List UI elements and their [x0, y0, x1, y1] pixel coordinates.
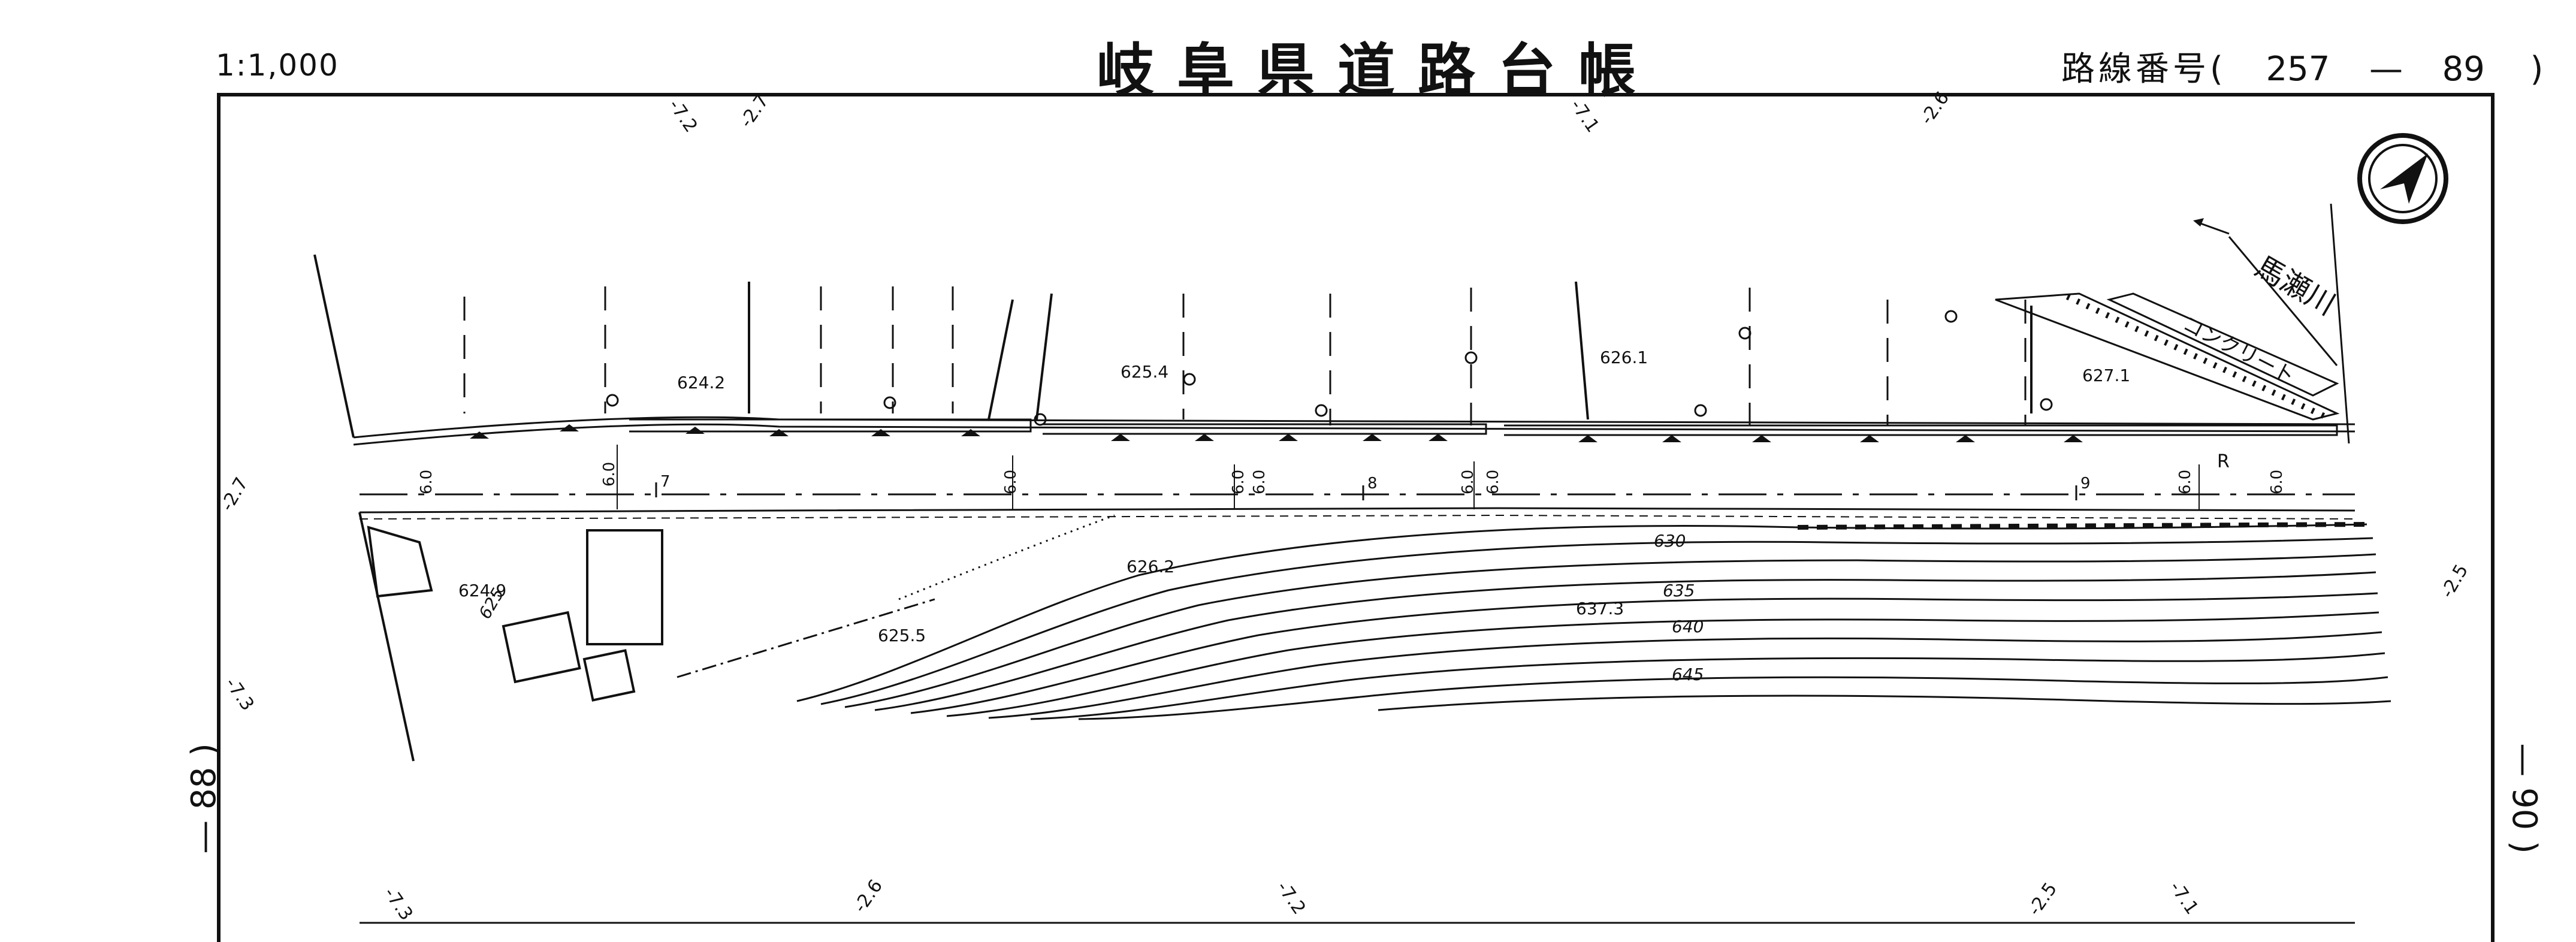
buildings: [367, 526, 663, 702]
contour-label: 630: [1654, 531, 1686, 551]
map-frame: [217, 93, 2495, 942]
grid-label-bottom: -7.2: [1272, 878, 1309, 919]
route-close: ): [2530, 50, 2544, 89]
north-arrow-icon: [2357, 133, 2448, 224]
property-boundaries: [463, 286, 2027, 425]
concrete-label: コンクリート: [2179, 312, 2299, 388]
spot-height: 625.5: [878, 626, 926, 645]
grid-label-top: -2.7: [736, 91, 773, 132]
grid-label-right: -2.5: [2437, 561, 2473, 602]
road-width: 6.0: [1002, 470, 1020, 494]
river-flow-arrow-icon: [2198, 222, 2230, 235]
slope-top-dotted: [898, 514, 1115, 600]
route-number-block: 路線番号( 257 — 89 ): [2061, 42, 2543, 90]
route-sheet-number: 89: [2442, 50, 2485, 89]
grid-label-bottom: -7.3: [379, 884, 416, 925]
road-width: 6.0: [418, 470, 436, 494]
route-dash: —: [2369, 50, 2403, 89]
route-number: 257: [2266, 50, 2330, 89]
grid-label-top: -7.2: [664, 96, 701, 137]
spot-height: 624.2: [677, 373, 725, 393]
road-marker-label: R: [2217, 451, 2230, 472]
boundary-dashdot: [677, 598, 935, 678]
station-ticks: [655, 482, 2077, 500]
grid-label-left: -7.3: [221, 674, 258, 715]
retaining-wall: [1797, 522, 2367, 530]
road-width: 6.0: [1251, 470, 1269, 494]
contour-lines: [796, 523, 2391, 720]
contour-label: 635: [1663, 581, 1695, 600]
grid-label-bottom: -2.5: [2024, 879, 2061, 920]
road-width-labels: 6.0 6.0 6.0 6.0 6.0 6.0 6.0 6.0 6.0: [418, 445, 2286, 509]
contour-labels: 625 630 635 640 645: [475, 531, 1704, 684]
spot-height: 626.2: [1127, 557, 1174, 576]
map-scale: 1:1,000: [216, 48, 339, 83]
station-label: 7: [660, 473, 671, 491]
road-width: 6.0: [600, 462, 618, 487]
road-width: 6.0: [1459, 470, 1477, 494]
upper-road-edge: [353, 416, 2355, 446]
road-width: 6.0: [2176, 470, 2194, 494]
road-width: 6.0: [1230, 470, 1248, 494]
concrete-embankment: コンクリート: [1995, 203, 2350, 444]
spot-height: 627.1: [2082, 366, 2130, 385]
spot-height: 626.1: [1600, 348, 1648, 367]
utility-poles: [606, 310, 2053, 426]
contour-label: 640: [1672, 617, 1704, 636]
station-label: 8: [1367, 475, 1378, 493]
spot-heights: 624.2 625.4 626.1 627.1 624.9 626.2 625.…: [458, 348, 2130, 645]
lot-lines: [313, 254, 2033, 762]
curb-markers: [470, 424, 2083, 442]
lower-road-edge: [359, 507, 2355, 514]
road-width: 6.0: [2268, 470, 2286, 494]
route-label: 路線番号(: [2061, 50, 2227, 89]
grid-label-bottom: -7.1: [2165, 878, 2202, 919]
grid-label-top: -7.1: [1566, 96, 1603, 137]
grid-label-bottom: -2.6: [850, 876, 887, 917]
station-label: 9: [2080, 475, 2091, 493]
river-name: 馬瀬川: [2249, 250, 2341, 322]
grid-label-left: -2.7: [217, 474, 253, 515]
grid-edge-labels: -7.2 -2.7 -7.1 -2.6 -7.3 -2.6 -7.2 -2.5 …: [217, 88, 2473, 925]
contour-label: 645: [1672, 665, 1704, 684]
river-label: 馬瀬川: [2193, 218, 2341, 322]
lower-road-edge-dashed: [359, 514, 2355, 520]
spot-height: 637.3: [1576, 599, 1624, 618]
road-width: 6.0: [1484, 470, 1502, 494]
spot-height: 624.9: [458, 581, 506, 600]
spot-height: 625.4: [1121, 362, 1168, 382]
